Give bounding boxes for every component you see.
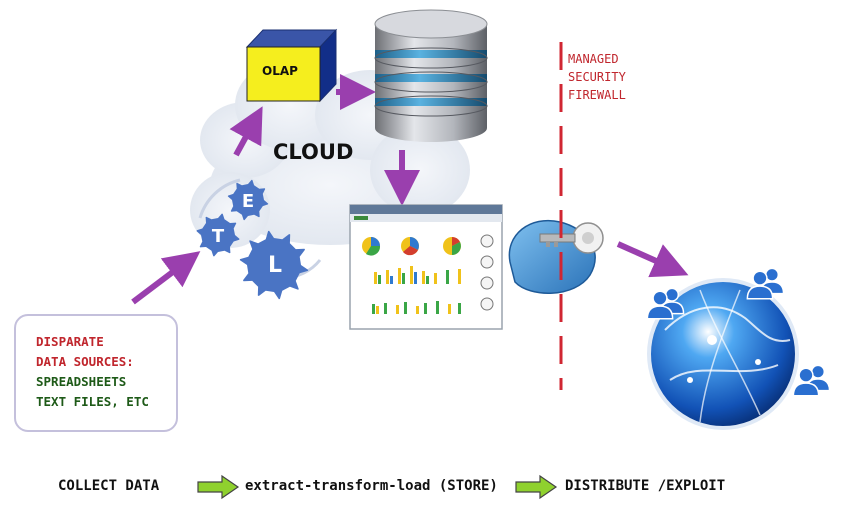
gear-e-letter: E bbox=[242, 191, 254, 212]
flow-step-collect: COLLECT DATA bbox=[58, 478, 160, 494]
user-icon bbox=[646, 290, 674, 320]
security-key-icon bbox=[508, 219, 604, 294]
user-icon bbox=[759, 267, 785, 295]
olap-cube bbox=[245, 28, 338, 103]
source-line: TEXT FILES, ETC bbox=[36, 394, 149, 409]
gear-t-icon bbox=[196, 213, 240, 257]
dashboard-screenshot bbox=[349, 204, 503, 330]
flow-step-etl: extract-transform-load (STORE) bbox=[245, 478, 498, 494]
user-icon bbox=[792, 367, 820, 397]
gear-t-letter: T bbox=[212, 226, 225, 247]
arrow-etl-to-olap bbox=[229, 106, 263, 157]
arrow-sources-to-etl bbox=[131, 251, 201, 305]
bar-chart-mini-2 bbox=[372, 301, 461, 314]
gauge-panel bbox=[480, 234, 494, 311]
source-line: DISPARATE bbox=[36, 334, 104, 349]
etl-gears: E T L bbox=[196, 178, 322, 300]
olap-label: OLAP bbox=[262, 64, 298, 78]
globe-icon bbox=[647, 278, 799, 430]
firewall-line: MANAGED bbox=[568, 52, 619, 66]
source-line: SPREADSHEETS bbox=[36, 374, 127, 389]
gear-shape bbox=[239, 230, 309, 300]
flow-step-distribute: DISTRIBUTE /EXPLOIT bbox=[565, 478, 726, 494]
firewall-line: FIREWALL bbox=[568, 88, 626, 102]
flow-arrows bbox=[131, 74, 689, 305]
gear-shape bbox=[227, 179, 269, 221]
user-icon bbox=[746, 270, 774, 300]
gear-l-icon bbox=[239, 230, 309, 300]
database-icon bbox=[374, 9, 488, 142]
firewall-label: MANAGED SECURITY FIREWALL bbox=[568, 50, 626, 104]
gear-e-icon bbox=[227, 179, 269, 221]
data-sources-box: DISPARATE DATA SOURCES: SPREADSHEETS TEX… bbox=[14, 314, 178, 432]
gear-shape bbox=[196, 213, 240, 257]
gear-l-letter: L bbox=[268, 253, 282, 278]
users-group bbox=[646, 267, 831, 397]
firewall-line: SECURITY bbox=[568, 70, 626, 84]
source-line: DATA SOURCES: bbox=[36, 354, 134, 369]
arrow-key-to-globe bbox=[616, 241, 689, 278]
bar-chart-mini bbox=[374, 266, 461, 284]
pie-charts bbox=[362, 237, 461, 256]
cloud-label: CLOUD bbox=[273, 140, 354, 164]
